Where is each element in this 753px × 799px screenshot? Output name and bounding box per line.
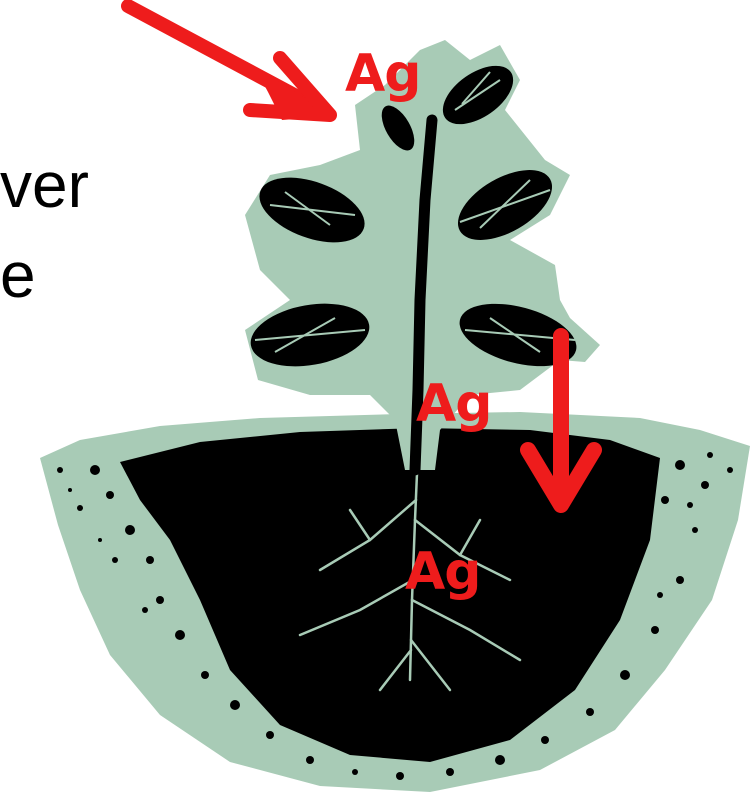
clipped-text-line-2: e: [0, 243, 36, 307]
ag-label-middle: Ag: [416, 378, 491, 430]
ag-label-bottom: Ag: [405, 546, 480, 598]
clipped-text-line-1: ver: [0, 153, 89, 217]
ag-label-top: Ag: [345, 48, 420, 100]
diagonal-arrow-icon: [128, 6, 334, 120]
